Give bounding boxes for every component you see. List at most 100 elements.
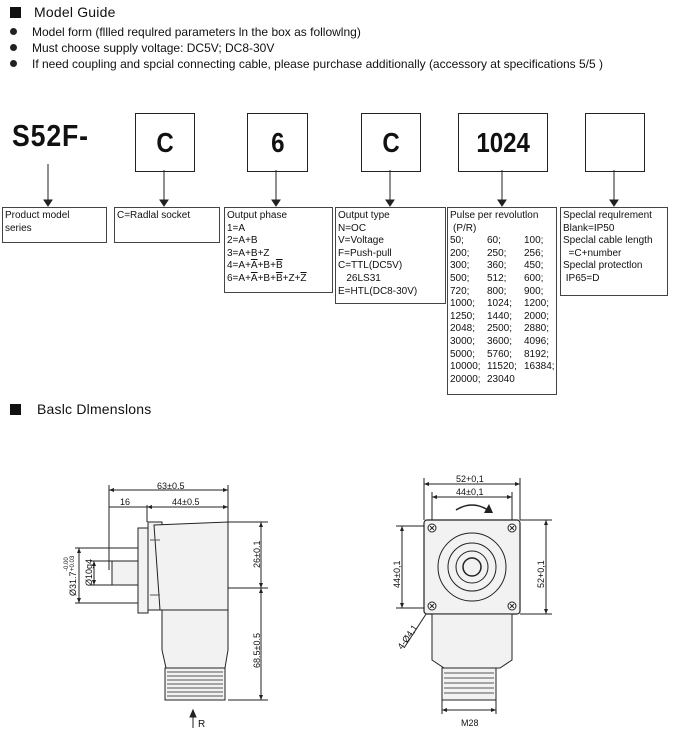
- bullet-text: Must choose supply voltage: DC5V; DC8-30…: [32, 41, 275, 55]
- code-box-phase: 6: [247, 113, 308, 172]
- pulse-value: 2048;: [450, 323, 476, 335]
- desc-line: IP65=D: [563, 272, 600, 284]
- desc-line: (P/R): [453, 222, 477, 234]
- pulse-value: 500;: [450, 272, 470, 284]
- model-guide-title: Model Guide: [34, 4, 116, 20]
- front-view-drawing: 52+0,1 44±0,1 52+0,1 44±0,1 4-Ø4,1 M28: [392, 474, 552, 728]
- pulse-values-grid: 50;60;100;200;250;256;300;360;450;500;51…: [450, 235, 555, 386]
- desc-line: E=HTL(DC8-30V): [338, 285, 418, 297]
- dim-dia31-tol-bot: +0.03: [70, 555, 76, 571]
- dim-44: 44±0.5: [172, 497, 199, 507]
- pulse-value: 5760;: [487, 348, 513, 360]
- bullet-text: Model form (fllled requlred parameters l…: [32, 25, 361, 39]
- pulse-value: 10000;: [450, 361, 481, 373]
- socket-box: C=Radlal socket: [114, 207, 220, 243]
- dim-dia31: Ø31.7: [68, 571, 78, 596]
- pulse-value: 2500;: [487, 323, 513, 335]
- desc-line: C=TTL(DC5V): [338, 260, 403, 272]
- dim-holes: 4-Ø4,1: [395, 623, 419, 651]
- code-box-value: C: [382, 126, 400, 158]
- pulse-value: 1250;: [450, 310, 476, 322]
- bullet-item: Must choose supply voltage: DC5V; DC8-30…: [10, 40, 675, 56]
- desc-line: F=Push-pull: [338, 247, 392, 259]
- product-model-box: Product model series: [2, 207, 107, 243]
- pulse-value: 60;: [487, 235, 501, 247]
- code-box-value: 1024: [476, 126, 530, 158]
- pulse-value: 1024;: [487, 298, 513, 310]
- desc-line: 4=A+A+B+B: [227, 260, 283, 272]
- pulse-value: 5000;: [450, 348, 476, 360]
- dim-44-width: 44±0,1: [456, 487, 483, 497]
- code-box-value: C: [156, 126, 174, 158]
- output-phase-box: Output phase 1=A 2=A+B 3=A+B+Z 4=A+A+B+B…: [224, 207, 333, 293]
- pulse-value: 2880;: [524, 323, 550, 335]
- desc-line: Pulse per revolutlon: [450, 210, 539, 221]
- connector-lines: [43, 164, 619, 207]
- output-type-box: Output type N=OC V=Voltage F=Push-pull C…: [335, 207, 446, 304]
- desc-line: series: [5, 222, 32, 234]
- pulse-value: 4096;: [524, 335, 550, 347]
- pulse-value: 1440;: [487, 310, 513, 322]
- desc-line: 1=A: [227, 222, 246, 234]
- desc-line: 6=A+A+B+B+Z+Z: [227, 272, 307, 284]
- bullet-dot-icon: [10, 28, 17, 35]
- dim-26: 26±0.1: [252, 541, 262, 568]
- desc-line: C=Radlal socket: [117, 210, 191, 221]
- code-box-value: 6: [270, 126, 285, 158]
- model-guide-bullets: Model form (fllled requlred parameters l…: [10, 24, 675, 72]
- pulse-value: 3000;: [450, 335, 476, 347]
- dim-dia10: Ø10g4: [84, 559, 94, 586]
- special-box: Speclal requlrement Blank=IP50 Speclal c…: [560, 207, 668, 296]
- pulse-value: 800;: [487, 285, 507, 297]
- pulse-value: 11520;: [487, 361, 517, 373]
- pulse-value: 20000;: [450, 373, 481, 385]
- section-square-icon: [10, 404, 21, 415]
- desc-line: Speclal cable length: [563, 235, 653, 247]
- dim-dia31-tol-top: -0.00: [64, 557, 70, 571]
- desc-line: Output type: [338, 210, 390, 221]
- dim-total-length: 63±0.5: [157, 481, 184, 491]
- desc-line: 3=A+B+Z: [227, 247, 270, 259]
- dim-m28: M28: [461, 718, 479, 728]
- desc-line: Speclal requlrement: [563, 210, 652, 221]
- pulse-value: 200;: [450, 247, 470, 259]
- desc-line: 26LS31: [338, 272, 381, 284]
- pulse-value: 720;: [450, 285, 470, 297]
- pulse-value: 100;: [524, 235, 544, 247]
- pulse-value: 16384;: [524, 361, 555, 373]
- pulse-value: 512;: [487, 272, 507, 284]
- section-square-icon: [10, 7, 21, 18]
- pulse-value: [524, 374, 562, 387]
- pulse-box: Pulse per revolutlon (P/R) 50; 60; 100; 200…: [447, 207, 557, 395]
- dim-68: 68.5±0.5: [252, 633, 262, 668]
- desc-line: V=Voltage: [338, 235, 384, 247]
- bullet-item: Model form (fllled requlred parameters l…: [10, 24, 675, 40]
- dim-52-width: 52+0,1: [456, 474, 484, 484]
- pulse-value: 256;: [524, 247, 544, 259]
- code-box-type: C: [361, 113, 421, 172]
- desc-line: Output phase: [227, 210, 288, 221]
- pulse-value: 8192;: [524, 348, 550, 360]
- desc-line: 2=A+B: [227, 235, 258, 247]
- pulse-value: 1200;: [524, 298, 550, 310]
- pulse-value: 300;: [450, 260, 470, 272]
- side-view-drawing: 63±0.5 16 44±0.5 26±0.1 68.5±0.5 Ø31.7 -…: [64, 481, 268, 730]
- desc-line: Blank=IP50: [563, 222, 615, 234]
- pulse-value: 23040: [487, 373, 515, 385]
- pulse-value: 2000;: [524, 310, 550, 322]
- bullet-dot-icon: [10, 60, 17, 67]
- pulse-value: 600;: [524, 272, 544, 284]
- dim-44-height: 44±0,1: [392, 561, 402, 588]
- pulse-value: 900;: [524, 285, 544, 297]
- pulse-value: 250;: [487, 247, 507, 259]
- code-box-special: [585, 113, 645, 172]
- pulse-value: 360;: [487, 260, 507, 272]
- pulse-value: 50;: [450, 235, 464, 247]
- desc-line: Product model: [5, 210, 70, 221]
- code-box-pulse: 1024: [458, 113, 548, 172]
- pulse-value: 3600;: [487, 335, 513, 347]
- bullet-item: If need coupling and spcial connecting c…: [10, 56, 675, 72]
- bullet-text: If need coupling and spcial connecting c…: [32, 57, 604, 71]
- code-box-socket: C: [135, 113, 195, 172]
- dim-16: 16: [120, 497, 130, 507]
